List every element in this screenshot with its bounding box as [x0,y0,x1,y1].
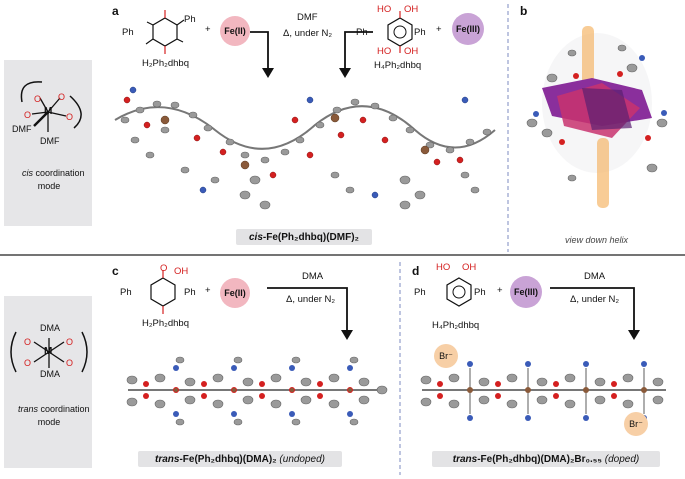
ligand-h2ph2dhbq-structure-a [145,10,185,54]
plus-c: + [205,285,211,296]
product-c-prefix: trans [154,453,180,465]
cis-metal-label: M [44,106,53,117]
trans-octahedron-diagram: O O O O [10,331,88,373]
ligand-d-oh-top: OH [462,262,477,273]
product-c-formula: -Fe(Ph₂dhbq)(DMA)₂ [179,453,277,465]
ligand-c-label: H₂Ph₂dhbq [142,318,189,329]
cond-c-conditions: Δ, under N₂ [286,294,336,305]
cond-d-conditions: Δ, under N₂ [570,294,620,305]
product-d-prefix: trans [452,453,478,465]
cis-caption: cis coordination mode [22,167,85,193]
product-a-prefix: cis [249,231,263,243]
cis-o-4: O [66,112,73,122]
bromide-ion-1: Br⁻ [434,344,458,368]
ligand-a2-ph-right: Ph [414,27,426,38]
cis-ligand-left: DMF [12,124,32,134]
cis-octahedron-diagram: O O O O [20,81,82,132]
ligand-a2-oh-bottom: OH [404,46,419,57]
trans-o-1: O [24,337,31,347]
arrow-c [267,287,353,340]
plus-a2: + [436,24,442,35]
ligand-c-oh-top: OH [174,266,189,277]
ligand-a2-label: H₄Ph₂dhbq [374,60,422,71]
panel-label-d: d [412,264,420,278]
product-label-d: trans-Fe(Ph₂dhbq)(DMA)₂Br₀.₅₅ (doped) [432,451,660,467]
cis-o-2: O [58,92,65,102]
cis-caption-mode: mode [37,181,61,191]
trans-o-3: O [24,358,31,368]
metal-fe2-c: Fe(II) [220,278,250,308]
ligand-a2-oh-top: OH [404,4,419,15]
helix-view-structure [526,26,668,208]
ligand-a2-ph-left: Ph [356,27,368,38]
ligand-a2-ho-top: HO [377,4,392,15]
trans-caption: trans coordination mode [18,403,90,429]
ligand-c-o-top: O [160,263,168,274]
arrows-a [250,31,373,78]
bromide-ion-2: Br⁻ [624,412,648,436]
plus-d: + [497,285,503,296]
ligand-h4ph2dhbq-structure-d [446,277,472,307]
product-d-note: (doped) [604,453,640,465]
trans-o-4: O [66,358,73,368]
trans-chain-crystal-structure-undoped [126,356,388,426]
trans-metal-label: M [44,346,53,357]
trans-o-2: O [66,337,73,347]
panel-label-a: a [112,4,119,18]
ligand-a1-ph-right: Ph [184,14,196,25]
trans-ligand-top: DMA [40,323,60,333]
trans-ligand-bottom: DMA [40,369,60,379]
trans-caption-italic: trans [18,404,39,414]
cis-o-1: O [34,94,41,104]
cis-o-3: O [24,110,31,120]
product-label-c: trans-Fe(Ph₂dhbq)(DMA)₂ (undoped) [138,451,342,467]
ligand-a1-label: H₂Ph₂dhbq [142,58,189,69]
trans-caption-rest: coordination [38,404,90,414]
cond-d-solvent: DMA [584,271,606,282]
metal-fe2-a: Fe(II) [220,16,250,46]
product-a-formula: -Fe(Ph₂dhbq)(DMF)₂ [262,231,359,243]
ligand-d-label: H₄Ph₂dhbq [432,320,480,331]
ligand-d-ph-right: Ph [474,287,486,298]
cis-mode-box [4,60,92,226]
panel-label-c: c [112,264,119,278]
metal-fe3-d: Fe(III) [510,276,542,308]
cis-ligand-bottom: DMF [40,136,60,146]
ligand-d-ho-top: HO [436,262,451,273]
product-d-formula: -Fe(Ph₂dhbq)(DMA)₂Br₀.₅₅ [477,453,602,465]
ligand-c-ph-left: Ph [120,287,132,298]
panel-label-b: b [520,4,528,18]
cond-a-solvent: DMF [297,12,318,23]
trans-caption-mode: mode [37,417,61,427]
trans-mode-box [4,296,92,468]
plus-a1: + [205,24,211,35]
arrow-d [550,287,640,340]
ligand-a2-ho-bottom: HO [377,46,392,57]
product-label-a: cis-Fe(Ph₂dhbq)(DMF)₂ [236,229,372,245]
cis-caption-rest: coordination [33,168,85,178]
panel-b-caption: view down helix [565,235,629,245]
cond-c-solvent: DMA [302,271,324,282]
ligand-c-ph-right: Ph [184,287,196,298]
ligand-a1-ph-left: Ph [122,27,134,38]
metal-fe3-a: Fe(III) [452,13,484,45]
cis-chain-crystal-structure [114,86,496,210]
product-c-note: (undoped) [279,453,326,465]
ligand-h4ph2dhbq-structure-a [387,11,413,53]
cis-caption-italic: cis [22,168,33,178]
ligand-h2ph2dhbq-structure-c [150,270,176,314]
ligand-d-ph-left: Ph [414,287,426,298]
cond-a-conditions: Δ, under N₂ [283,28,333,39]
